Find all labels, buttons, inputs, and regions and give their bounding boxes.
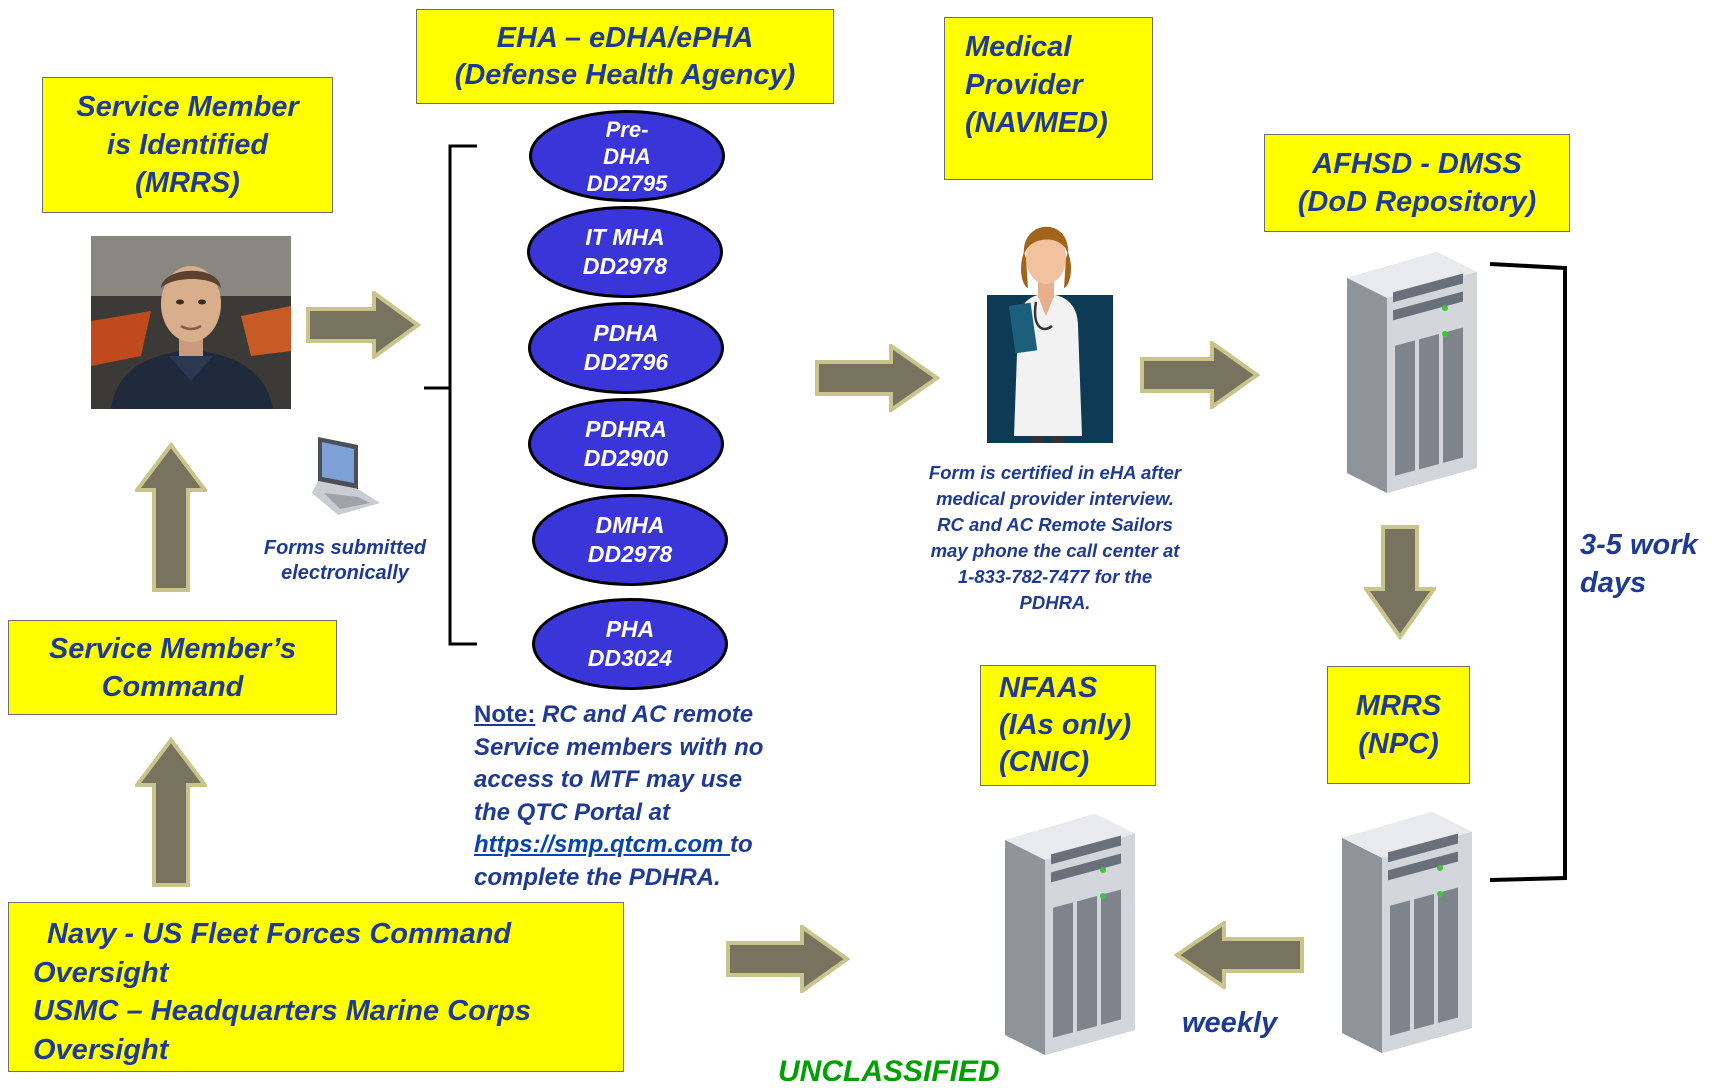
weekly-label: weekly — [1182, 1007, 1278, 1039]
nfaas-line-3: (CNIC) — [999, 746, 1090, 778]
afhsd-line-2: (DoD Repository) — [1297, 186, 1537, 218]
medical-provider-line-1: Medical — [965, 31, 1072, 63]
service-member-photo — [91, 236, 291, 409]
arrow-right-icon — [815, 344, 940, 412]
mrrs-npc-line-1: MRRS — [1355, 690, 1442, 722]
arrow-left-icon — [1174, 921, 1304, 989]
note-text: to — [730, 831, 753, 858]
qtc-note-line-1: Note: RC and AC remote — [474, 699, 834, 732]
forms-submitted-line-1: Forms submitted — [263, 537, 427, 559]
qtc-portal-link[interactable]: https://smp.qtcm.com — [474, 831, 731, 858]
form-oval-text: DD2795 — [586, 170, 668, 196]
provider-note-line-2: medical provider interview. — [936, 488, 1174, 509]
form-oval-it-mha: IT MHA DD2978 — [527, 206, 723, 298]
form-oval-pha: PHA DD3024 — [532, 598, 728, 690]
provider-note-line-4: may phone the call center at — [930, 540, 1180, 561]
oversight-line-1: Navy - US Fleet Forces Command — [47, 918, 512, 950]
oversight-box: Navy - US Fleet Forces Command Oversight… — [8, 902, 624, 1072]
mrrs-npc-box: MRRS (NPC) — [1327, 666, 1470, 784]
nfaas-box: NFAAS (IAs only) (CNIC) — [980, 665, 1156, 786]
form-oval-text: Pre- — [605, 116, 649, 142]
connector-lines — [424, 144, 1567, 882]
arrow-right-icon — [306, 291, 421, 359]
qtc-note-line-2: Service members with no — [474, 733, 764, 761]
qtc-note-line-6: complete the PDHRA. — [474, 863, 721, 891]
service-member-line-3: (MRRS) — [135, 167, 240, 199]
forms-bracket — [424, 144, 477, 646]
server-icon — [1342, 812, 1472, 1053]
eha-line-2: (Defense Health Agency) — [454, 58, 796, 91]
arrow-right-icon — [1140, 341, 1260, 409]
form-oval-text: DD2978 — [587, 541, 673, 567]
nfaas-line-1: NFAAS — [999, 672, 1098, 704]
afhsd-box: AFHSD - DMSS (DoD Repository) — [1264, 134, 1570, 232]
timing-bracket — [1489, 262, 1567, 882]
forms-submitted-line-2: electronically — [281, 562, 409, 584]
eha-box: EHA – eDHA/ePHA (Defense Health Agency) — [416, 9, 834, 104]
form-oval-text: DD3024 — [587, 645, 673, 671]
timing-line-1: 3-5 work — [1580, 529, 1698, 561]
nfaas-line-2: (IAs only) — [999, 709, 1132, 741]
form-oval-pre-dha: Pre- DHA DD2795 — [529, 110, 725, 202]
laptop-icon — [312, 437, 380, 515]
form-oval-pdhra: PDHRA DD2900 — [528, 398, 724, 490]
form-oval-text: DD2978 — [582, 253, 668, 279]
note-text: RC and AC remote — [535, 701, 754, 728]
form-oval-text: PDHRA — [585, 416, 667, 442]
service-member-box: Service Member is Identified (MRRS) — [42, 77, 333, 213]
server-icon — [1347, 252, 1477, 493]
afhsd-line-1: AFHSD - DMSS — [1312, 148, 1522, 180]
provider-note-line-1: Form is certified in eHA after — [928, 462, 1182, 483]
eha-line-1: EHA – eDHA/ePHA — [496, 21, 754, 54]
medical-provider-line-2: Provider — [965, 69, 1083, 101]
qtc-note: Note: RC and AC remote Service members w… — [474, 699, 834, 894]
provider-note-line-6: PDHRA. — [1019, 592, 1091, 613]
mrrs-npc-line-2: (NPC) — [1358, 728, 1439, 760]
provider-note-line-5: 1-833-782-7477 for the — [957, 566, 1153, 587]
command-box: Service Member’s Command — [8, 620, 337, 715]
qtc-note-line-3: access to MTF may use — [474, 766, 743, 793]
classification-label: UNCLASSIFIED — [778, 1055, 1000, 1088]
arrow-up-icon — [135, 737, 207, 887]
oversight-line-4: Oversight — [33, 1033, 169, 1066]
form-oval-text: DMHA — [595, 512, 665, 538]
forms-submitted-label: Forms submitted electronically — [240, 536, 450, 586]
medical-provider-line-3: (NAVMED) — [965, 107, 1108, 139]
timing-line-2: days — [1580, 567, 1647, 599]
arrow-up-icon — [135, 442, 207, 592]
note-label: Note: — [474, 701, 536, 728]
form-oval-text: DD2900 — [583, 445, 669, 471]
doctor-figure — [987, 226, 1113, 443]
form-oval-text: IT MHA — [585, 224, 665, 250]
oversight-line-2: Oversight — [33, 956, 169, 989]
timing-label: 3-5 work days — [1580, 526, 1698, 602]
form-oval-text: DHA — [603, 143, 651, 169]
form-oval-dmha: DMHA DD2978 — [532, 494, 728, 586]
form-oval-text: PHA — [605, 616, 655, 642]
command-line-1: Service Member’s — [48, 632, 297, 665]
form-oval-pdha: PDHA DD2796 — [528, 302, 724, 394]
form-oval-text: PDHA — [593, 320, 659, 346]
arrow-down-icon — [1364, 525, 1436, 640]
arrow-right-icon — [726, 925, 850, 993]
service-member-line-1: Service Member — [76, 91, 299, 123]
provider-note: Form is certified in eHA after medical p… — [880, 460, 1230, 616]
oversight-line-3: USMC – Headquarters Marine Corps — [33, 995, 531, 1027]
medical-provider-box: Medical Provider (NAVMED) — [944, 17, 1153, 180]
command-line-2: Command — [101, 670, 244, 703]
qtc-note-line-5: https://smp.qtcm.com to — [474, 829, 834, 862]
provider-note-line-3: RC and AC Remote Sailors — [937, 514, 1173, 535]
qtc-note-line-4: the QTC Portal at — [474, 798, 671, 826]
server-icon — [1005, 814, 1135, 1055]
form-oval-text: DD2796 — [583, 349, 669, 375]
service-member-line-2: is Identified — [106, 129, 269, 161]
